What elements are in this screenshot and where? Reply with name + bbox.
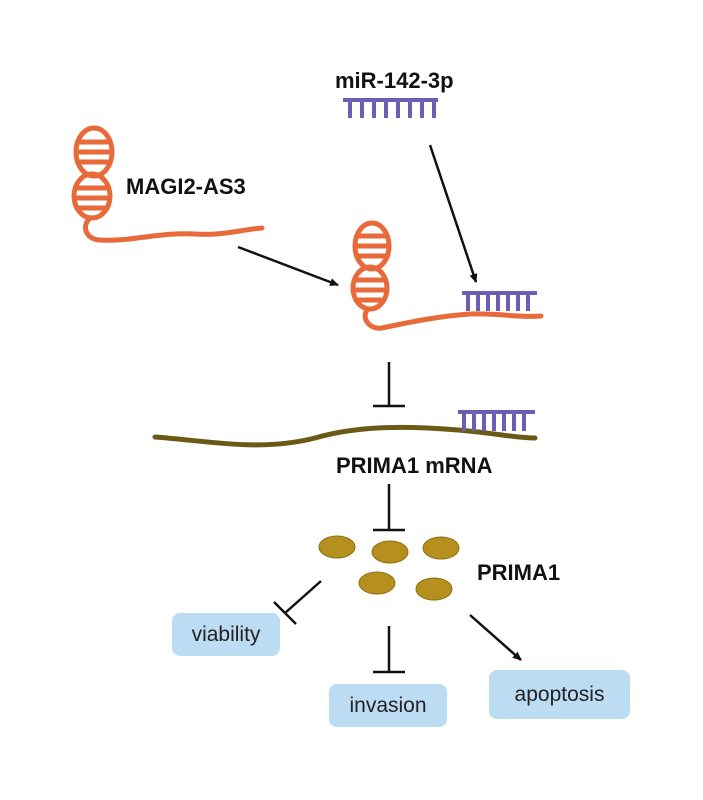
apoptosis-box: apoptosis [489,670,630,719]
protein-cluster [318,535,460,601]
inhibition-to-invasion [373,626,405,674]
mirna-strand-bound [462,291,537,311]
lncrna-binding-arrow [237,245,339,287]
mirna-binding-arrow [428,144,478,283]
mrna-strand [152,424,538,448]
invasion-box: invasion [329,684,447,727]
mirna-strand-top [343,98,438,118]
inhibition-mrna-to-protein [373,484,405,532]
mirna-label: miR-142-3p [335,68,454,93]
inhibition-complex-to-mrna [373,362,405,408]
activation-to-apoptosis [469,614,522,661]
mirna-strand-on-mrna [458,410,535,431]
lncrna-label: MAGI2-AS3 [126,174,246,199]
viability-box: viability [172,613,280,656]
inhibition-to-viability [273,580,322,625]
mrna-label: PRIMA1 mRNA [336,453,493,478]
lncrna-free [71,125,265,243]
protein-label: PRIMA1 [477,560,560,585]
lncrna-complex [350,220,544,331]
